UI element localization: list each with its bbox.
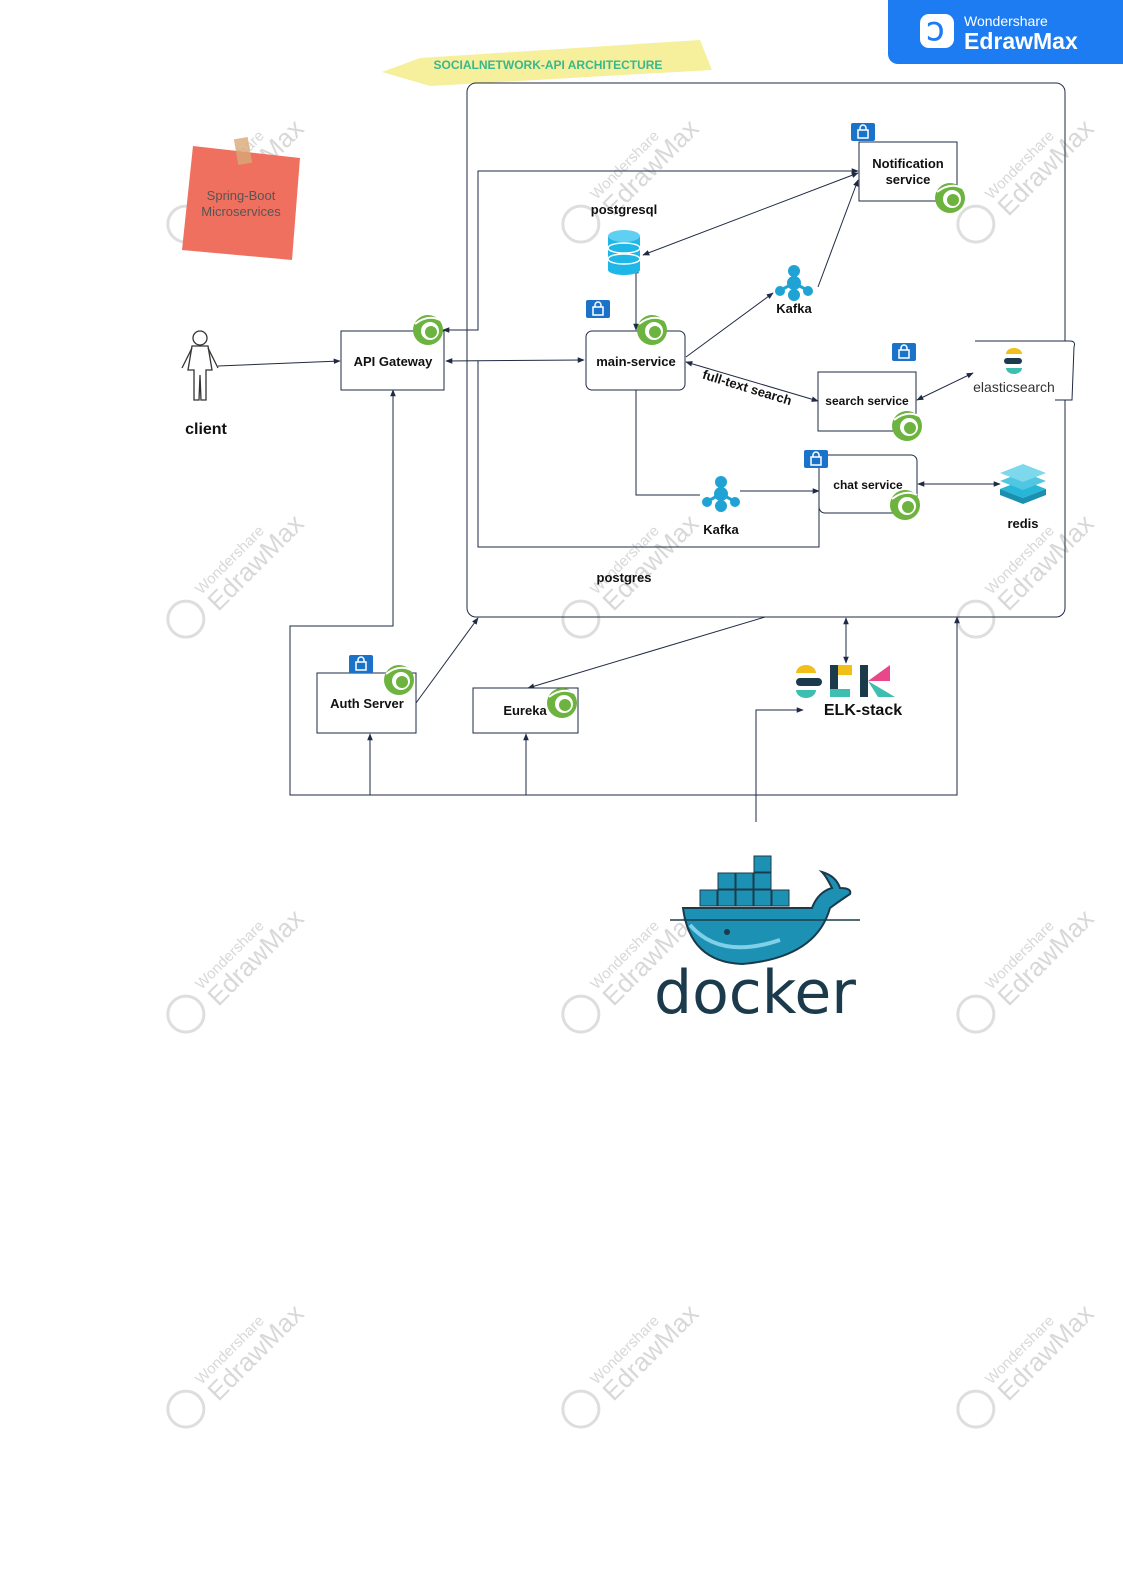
main-service-label: main-service [596, 354, 676, 369]
api-gateway-node[interactable]: API Gateway [340, 314, 445, 391]
lock-icon [891, 342, 917, 362]
chat-service-node[interactable]: chat service [803, 449, 921, 521]
spring-icon [889, 489, 921, 521]
kafka-bottom-node[interactable]: Kafka [700, 474, 742, 537]
spring-icon [546, 687, 578, 719]
kafka-top-node[interactable]: Kafka [773, 263, 815, 316]
elk-stack-node[interactable]: ELK-stack [796, 665, 902, 719]
api-gateway-label: API Gateway [354, 354, 434, 369]
postgresql-label: postgresql [591, 202, 657, 217]
tape-icon [233, 136, 253, 166]
docker-label: docker [654, 958, 856, 1028]
redis-label: redis [1007, 516, 1038, 531]
lock-icon [803, 449, 829, 469]
redis-node[interactable]: redis [1000, 464, 1046, 531]
notification-service-node[interactable]: Notification service [850, 122, 966, 214]
person-icon [181, 330, 219, 401]
watermark-logo-icon [956, 994, 996, 1034]
kafka-top-label: Kafka [776, 301, 812, 316]
brand-line-1: Wondershare [964, 13, 1048, 29]
search-service-label: search service [825, 394, 909, 408]
kafka-bottom-label: Kafka [703, 522, 739, 537]
kafka-icon [700, 474, 742, 514]
elasticsearch-icon [1004, 348, 1022, 374]
watermark-logo-icon [166, 1389, 206, 1429]
elasticsearch-label: elasticsearch [973, 379, 1055, 395]
docker-node[interactable]: docker [654, 855, 860, 1028]
watermark-logo-icon [561, 599, 601, 639]
redis-icon [1000, 464, 1046, 504]
main-service-node[interactable]: main-service [585, 299, 686, 391]
postgres-label: postgres [597, 570, 652, 585]
sticky-note: Spring-Boot Microservices [182, 136, 300, 260]
watermark-logo-icon [956, 1389, 996, 1429]
lock-icon [348, 654, 374, 674]
connectors [217, 168, 1001, 822]
watermark-logo-icon [166, 994, 206, 1034]
watermark-logo-icon [561, 994, 601, 1034]
spring-icon [891, 410, 923, 442]
eureka-label: Eureka [503, 703, 547, 718]
watermark-logo-icon [956, 599, 996, 639]
search-service-node[interactable]: search service [817, 342, 923, 442]
diagram-title: SOCIALNETWORK-API ARCHITECTURE [434, 58, 663, 72]
elk-icon [796, 665, 895, 698]
title-banner [382, 40, 712, 86]
lock-icon [850, 122, 876, 142]
services-container [466, 82, 1066, 618]
notification-label-line-2: service [886, 172, 931, 187]
note-line-1: Spring-Boot [207, 188, 276, 203]
notification-label-line-1: Notification [872, 156, 944, 171]
spring-icon [383, 664, 415, 696]
client-label: client [185, 421, 227, 438]
lock-icon [585, 299, 611, 319]
kafka-icon [773, 263, 815, 303]
database-icon [607, 230, 641, 275]
auth-server-node[interactable]: Auth Server [316, 654, 417, 734]
client-actor[interactable]: client [181, 330, 228, 438]
spring-icon [412, 314, 444, 346]
full-text-search-label: full-text search [701, 367, 794, 408]
chat-service-label: chat service [833, 478, 903, 492]
auth-server-label: Auth Server [330, 696, 404, 711]
watermark-logo-icon [561, 1389, 601, 1429]
edrawmax-logo: Ↄ [920, 14, 954, 48]
elasticsearch-node[interactable]: elasticsearch [973, 340, 1075, 401]
spring-icon [934, 182, 966, 214]
watermark-logo-icon [956, 204, 996, 244]
brand-line-2: EdrawMax [964, 28, 1078, 54]
note-line-2: Microservices [201, 204, 281, 219]
eureka-node[interactable]: Eureka [472, 687, 579, 734]
watermark-logo-icon [166, 599, 206, 639]
postgresql-node[interactable]: postgresql [591, 202, 657, 275]
spring-icon [636, 314, 668, 346]
elk-stack-label: ELK-stack [824, 702, 902, 719]
edrawmax-brand-badge: Ↄ Wondershare EdrawMax [888, 0, 1123, 64]
docker-icon [670, 855, 860, 966]
